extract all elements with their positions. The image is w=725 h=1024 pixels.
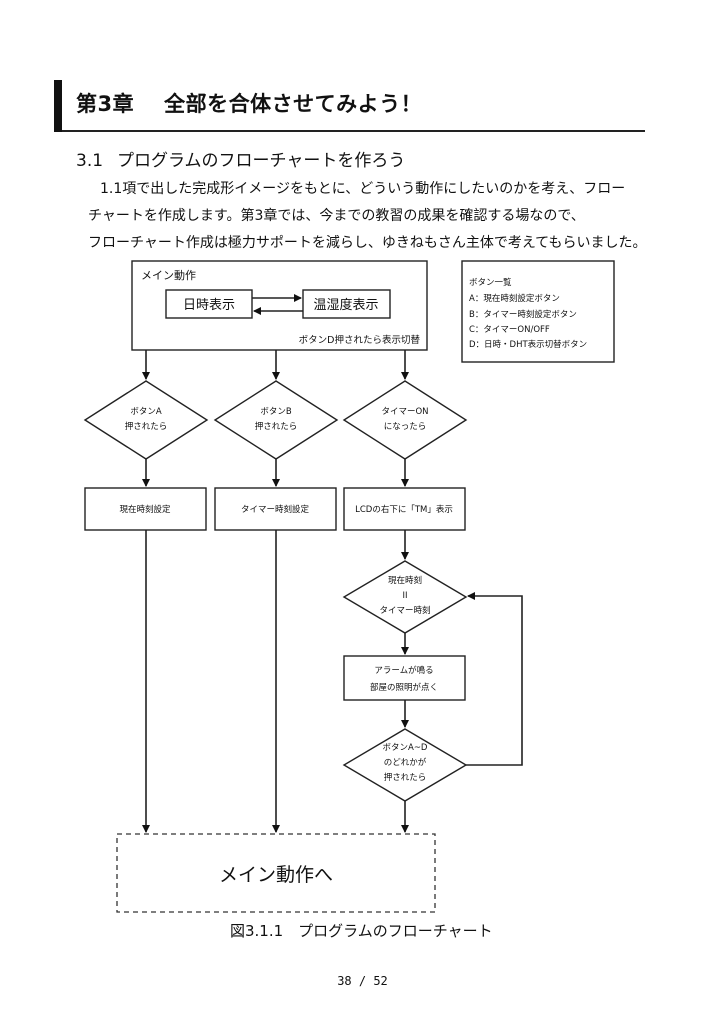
chapter-accent-bar [54,80,62,132]
button-legend-box [461,260,615,363]
decision-timer-on-line: タイマーON [381,407,428,417]
process-alarm-light-line: アラームが鳴る [374,665,433,676]
decision-button-a [83,380,209,460]
datetime-box [165,289,253,319]
main-block-note: ボタンD押されたら表示切替 [299,334,421,346]
paragraph-line: フローチャート作成は極力サポートを減らし、ゆきねもさん主体で考えてもらいました。 [88,235,647,251]
chapter-divider [62,130,645,132]
decision-any-button-line: ボタンA~D [383,743,428,753]
main-block-title: メイン動作 [141,268,196,282]
loop-back-arrow [466,592,523,766]
section-title: プログラムのフローチャートを作ろう [117,151,406,171]
section-heading: 3.1 プログラムのフローチャートを作ろう [76,146,405,171]
decision-time-match-line: タイマー時刻 [379,605,430,616]
process-lcd-tm-display-label: LCDの右下に「TM」表示 [355,504,453,515]
button-legend-title: ボタン一覧 [469,277,512,288]
chapter-number: 第3章 [76,92,135,116]
process-alarm-light-line: 部屋の照明が点く [370,682,438,693]
process-set-timer-time-label: タイマー時刻設定 [241,504,310,515]
process-alarm-light [343,655,466,701]
decision-button-a-line: ボタンA [130,407,162,417]
button-legend-item: A：現在時刻設定ボタン [469,293,560,304]
datetime-box-label: 日時表示 [183,298,235,313]
decision-timer-on-line: になったら [384,422,427,432]
temp-humidity-box-label: 温湿度表示 [313,297,378,313]
process-set-current-time-label: 現在時刻設定 [119,504,171,515]
paragraph-line: 1.1項で出した完成形イメージをもとに、どういう動作にしたいのかを考え、フロー [100,181,626,197]
section-number: 3.1 [76,151,104,171]
decision-button-b-line: ボタンB [260,407,292,417]
button-legend-item: C：タイマーON/OFF [469,325,550,335]
decision-time-match-line: 現在時刻 [388,575,422,586]
button-legend-item: B：タイマー時刻設定ボタン [469,309,577,320]
temp-humidity-box [302,289,391,319]
decision-button-a-line: 押されたら [125,421,168,432]
figure-caption: 図3.1.1 プログラムのフローチャート [230,922,493,940]
page-number: 38 / 52 [337,974,388,988]
body-paragraph: 1.1項で出した完成形イメージをもとに、どういう動作にしたいのかを考え、フロー … [88,176,648,257]
main-block-frame [131,260,428,351]
button-legend-item: D：日時・DHT表示切替ボタン [469,339,587,350]
return-to-main-label: メイン動作へ [219,864,333,886]
decision-timer-on [342,380,468,460]
decision-button-b-line: 押されたら [255,421,298,432]
decision-time-match-line: II [402,591,407,601]
chapter-heading: 第3章 全部を合体させてみよう！ [76,88,422,118]
chapter-title: 全部を合体させてみよう！ [164,92,423,116]
decision-button-b [213,380,339,460]
decision-any-button-line: 押されたら [384,772,427,783]
decision-any-button-line: のどれかが [384,757,427,768]
paragraph-line: チャートを作成します。第3章では、今までの教習の成果を確認する場なので、 [88,208,585,224]
